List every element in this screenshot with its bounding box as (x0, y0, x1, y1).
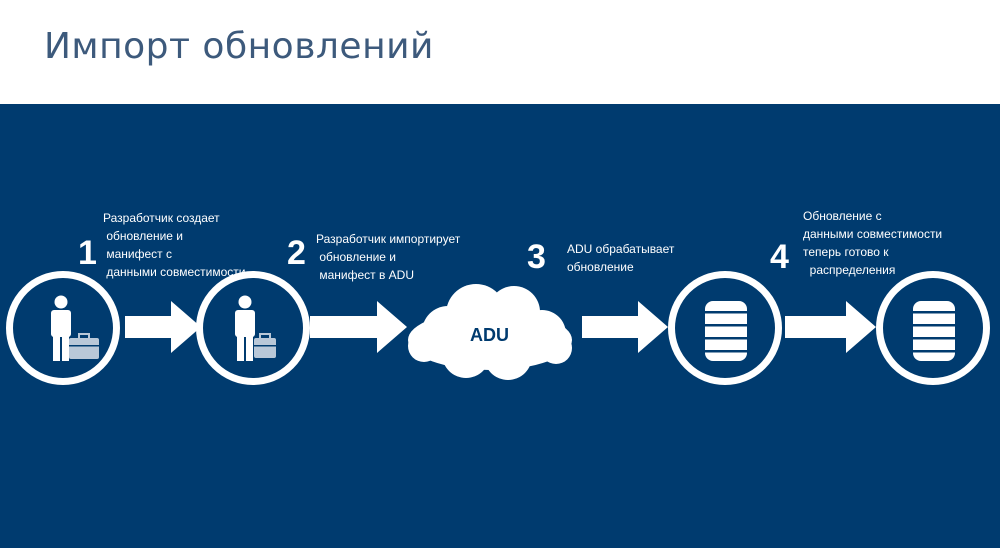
arrow-3 (582, 301, 668, 353)
developer-circle-1 (6, 271, 120, 385)
database-circle-2 (876, 271, 990, 385)
database-icon (913, 301, 955, 361)
page-title: Импорт обновлений (44, 26, 434, 67)
diagram-panel: 1 2 3 4 Разработчик создает обновление и… (0, 104, 1000, 548)
step-1-text: Разработчик создает обновление и манифес… (103, 211, 246, 279)
arrow-1 (125, 301, 201, 353)
step-4-text: Обновление с данными совместимости тепер… (803, 209, 943, 277)
step-3-number: 3 (527, 238, 546, 276)
step-2-number: 2 (287, 234, 306, 272)
step-1-number: 1 (78, 234, 97, 272)
arrow-4 (785, 301, 876, 353)
step-2-text: Разработчик импортирует обновление и ман… (316, 232, 461, 282)
developer-icon (51, 295, 99, 361)
cloud-label: ADU (470, 325, 509, 345)
step-4-number: 4 (770, 238, 789, 276)
arrow-2 (310, 301, 407, 353)
developer-circle-2 (196, 271, 310, 385)
database-circle-1 (668, 271, 782, 385)
step-3-text: ADU обрабатывает обновление (567, 242, 675, 274)
developer-icon (235, 295, 276, 361)
database-icon (705, 301, 747, 361)
adu-cloud-icon (408, 284, 572, 380)
